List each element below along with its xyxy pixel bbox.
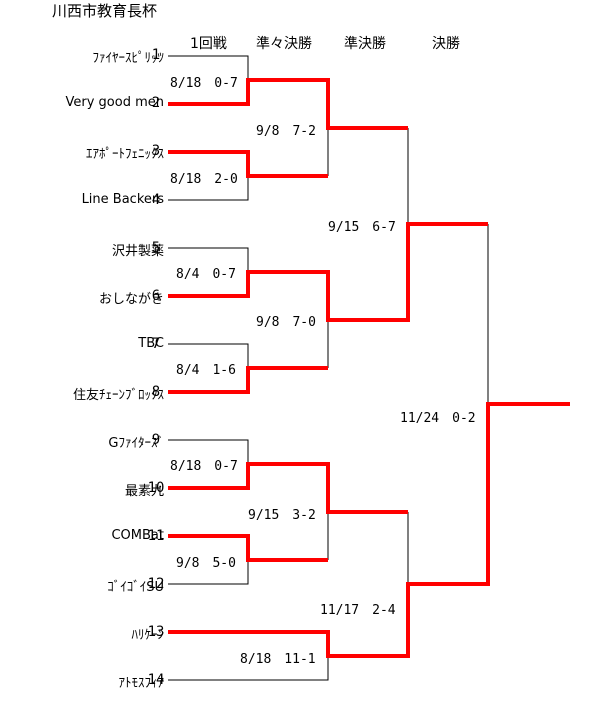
match-result: 9/15 3-2 — [248, 508, 316, 523]
match-result: 11/17 2-4 — [320, 603, 396, 618]
team-name: 最素九 — [124, 484, 164, 499]
match-result: 8/18 0-7 — [170, 76, 238, 91]
team-seed: 6 — [151, 288, 161, 304]
team-seed: 5 — [151, 240, 161, 256]
team-name: 住友ﾁｪｰﾝﾌﾞﾛｯｸｽ — [72, 388, 164, 403]
match-result: 8/18 2-0 — [170, 172, 238, 187]
match-result: 8/18 11-1 — [240, 652, 316, 667]
team-name: おしながき — [98, 292, 164, 307]
team-seed: 2 — [151, 95, 161, 111]
match-result: 9/15 6-7 — [328, 220, 396, 235]
team-name: Gﾌｧｲﾀｰｽﾞ — [108, 436, 164, 451]
match-result: 8/4 0-7 — [176, 267, 236, 282]
team-seed: 9 — [151, 432, 161, 448]
loser-lines — [168, 55, 489, 681]
team-seed: 11 — [147, 528, 165, 544]
round-header-4: 決勝 — [432, 36, 460, 52]
team-seed: 3 — [151, 143, 161, 159]
team-name: ｴｱﾎﾟｰﾄﾌｪﾆｯｸｽ — [86, 147, 164, 162]
team-name: ｱﾄﾓｽﾌｨｱ — [118, 676, 165, 691]
match-result: 9/8 7-2 — [256, 124, 316, 139]
team-name: ｺﾞｲｺﾞｲSU — [107, 580, 164, 595]
round-header-3: 準決勝 — [344, 36, 386, 52]
team-seed: 12 — [147, 576, 165, 592]
match-result: 11/24 0-2 — [400, 411, 476, 426]
match-result: 8/18 0-7 — [170, 459, 238, 474]
winner-lines — [168, 78, 570, 658]
round-header-2: 準々決勝 — [256, 36, 312, 52]
team-seed: 4 — [151, 192, 161, 208]
tournament-title: 川西市教育長杯 — [52, 2, 158, 20]
team-seed: 1 — [151, 47, 161, 63]
round-header-1: 1回戦 — [190, 36, 227, 52]
team-name: Line Backers — [81, 192, 164, 207]
team-seed: 8 — [151, 384, 161, 400]
team-seed: 13 — [147, 624, 165, 640]
team-seed: 14 — [147, 672, 165, 688]
match-result: 9/8 7-0 — [256, 315, 316, 330]
team-name: COMBat — [111, 528, 164, 543]
team-seed: 7 — [151, 336, 161, 352]
team-name: Very good men — [65, 95, 165, 110]
team-name: ﾌｧｲﾔｰｽﾋﾟﾘｯﾂ — [92, 51, 165, 66]
team-name: 沢井製薬 — [111, 244, 164, 259]
team-name: ﾊﾘｹｰﾝ — [131, 628, 165, 643]
team-name: TBC — [138, 336, 164, 351]
team-seed: 10 — [147, 480, 165, 496]
match-result: 9/8 5-0 — [176, 556, 236, 571]
match-result: 8/4 1-6 — [176, 363, 236, 378]
